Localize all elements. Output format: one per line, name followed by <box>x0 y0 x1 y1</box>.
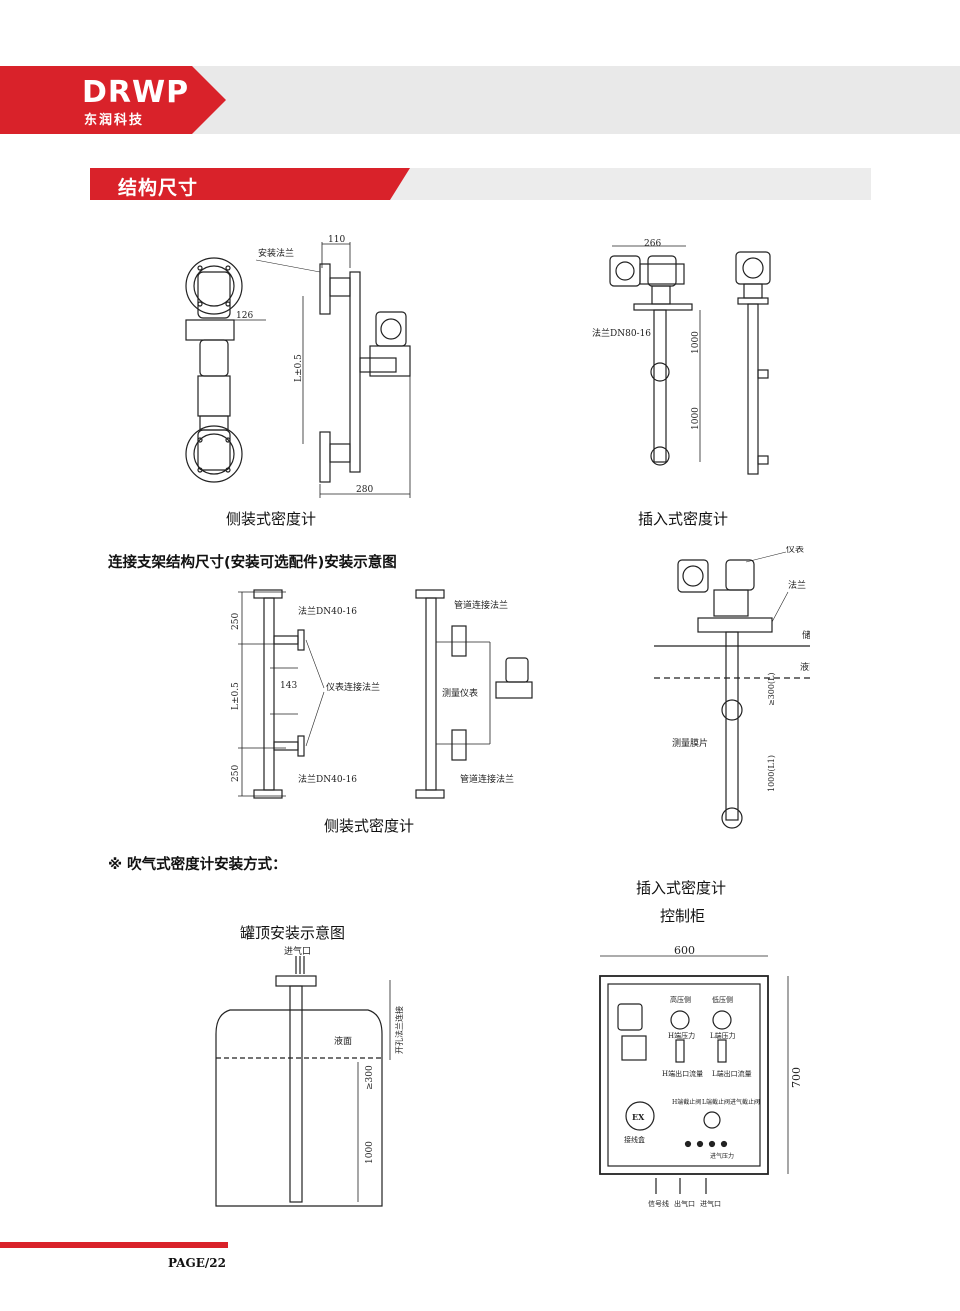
fig6-width: 600 <box>674 944 695 957</box>
fig1-dim-len: L±0.5 <box>294 354 304 382</box>
fig4-flange: 法兰 <box>788 579 806 591</box>
fig1-label-flange: 安装法兰 <box>258 247 294 259</box>
fig6-l-pressure: L端压力 <box>710 1031 736 1040</box>
fig6-junction: 接线盒 <box>624 1135 645 1144</box>
fig6-signal: 信号线 <box>648 1199 669 1208</box>
fig6-v-in: 进气截止阀 <box>730 1098 760 1106</box>
fig-side-mounted: 安装法兰 110 126 280 L±0.5 <box>185 235 411 498</box>
fig4-instrument: 仪表 <box>786 546 804 555</box>
fig1-dim-top: 110 <box>328 235 345 245</box>
fig6-inlet-pressure: 进气压力 <box>710 1152 734 1160</box>
fig6-v-l: L端截止阀 <box>702 1098 730 1106</box>
caption-insert-top: 插入式密度计 <box>638 510 729 528</box>
fig3-d-center: 143 <box>280 681 297 691</box>
fig6-ex: EX <box>632 1112 645 1122</box>
fig4-membrane: 测量膜片 <box>672 737 708 749</box>
brand-name: 东润科技 <box>84 113 145 128</box>
fig1-dim-bottom: 280 <box>356 485 373 495</box>
caption-cabinet: 控制柜 <box>660 907 706 925</box>
fig6-height: 700 <box>790 1067 803 1088</box>
fig3-flange-bottom: 法兰DN40-16 <box>298 773 357 785</box>
caption-blow-title: ※ 吹气式密度计安装方式： <box>108 857 287 873</box>
fig5-d2: 1000 <box>365 1141 375 1164</box>
caption-bracket-title: 连接支架结构尺寸(安装可选配件)安装示意图 <box>108 555 397 571</box>
fig6-out: 出气口 <box>674 1199 695 1208</box>
caption-insert-mid: 插入式密度计 <box>636 879 727 897</box>
fig6-in: 进气口 <box>700 1199 721 1208</box>
fig2-flange: 法兰DN80-16 <box>592 327 651 339</box>
fig2-d2: 1000 <box>691 407 701 430</box>
fig4-d2: 1000(L1) <box>767 755 776 792</box>
caption-side-top: 侧装式密度计 <box>226 510 317 528</box>
fig6-v-h: H端截止阀 <box>672 1098 701 1106</box>
fig6-h-pressure: H端压力 <box>668 1031 695 1040</box>
fig6-high-side: 高压侧 <box>670 995 691 1004</box>
logo-tab <box>0 66 226 134</box>
fig4-tank: 储罐 <box>802 629 810 641</box>
fig2-d1: 1000 <box>691 331 701 354</box>
fig5-level: 液面 <box>334 1035 352 1047</box>
footer-bar <box>0 1242 228 1248</box>
fig-bracket: 法兰DN40-16 法兰DN40-16 仪表连接法兰 143 250 L±0.5… <box>231 589 533 799</box>
section-tab <box>90 168 410 200</box>
fig3-flange-top: 法兰DN40-16 <box>298 605 357 617</box>
fig3-inst-flange: 仪表连接法兰 <box>326 681 380 693</box>
fig3-d-mid: L±0.5 <box>231 682 241 710</box>
fig1-dim-side: 126 <box>236 311 253 321</box>
fig-insertion-install: 仪表 法兰 储罐 液面 测量膜片 ≥300(L) 1000(L1) <box>654 546 810 829</box>
caption-tanktop: 罐顶安装示意图 <box>240 924 346 942</box>
caption-side-mid: 侧装式密度计 <box>324 817 415 835</box>
fig-insertion: 266 法兰DN80-16 1000 1000 <box>592 239 771 475</box>
brand-logo: DRWP <box>82 75 190 110</box>
fig5-inlet: 进气口 <box>284 945 311 957</box>
fig3-pipe-top: 管道连接法兰 <box>454 599 508 611</box>
fig4-level: 液面 <box>800 661 810 673</box>
fig3-meter: 测量仪表 <box>442 687 478 699</box>
section-title: 结构尺寸 <box>118 177 199 199</box>
fig2-dim-top: 266 <box>644 239 661 249</box>
fig3-pipe-bottom: 管道连接法兰 <box>460 773 514 785</box>
fig4-d1: ≥300(L) <box>767 672 776 706</box>
fig-tanktop: 进气口 液面 ≥300 1000 开孔法兰连接 <box>215 945 404 1207</box>
fig6-h-flow: H端出口流量 <box>662 1069 703 1078</box>
fig6-l-flow: L端出口流量 <box>712 1069 752 1078</box>
fig5-side-note: 开孔法兰连接 <box>394 1006 404 1054</box>
fig5-d1: ≥300 <box>365 1065 375 1090</box>
fig6-low-side: 低压侧 <box>712 995 733 1004</box>
fig3-d-bot: 250 <box>231 765 241 782</box>
fig-cabinet: 600 700 高压侧 低压侧 H端压力 L端压力 H端出口流量 L端出口流量 … <box>599 944 803 1208</box>
page-number: PAGE/22 <box>168 1256 226 1270</box>
fig3-d-top: 250 <box>231 613 241 630</box>
